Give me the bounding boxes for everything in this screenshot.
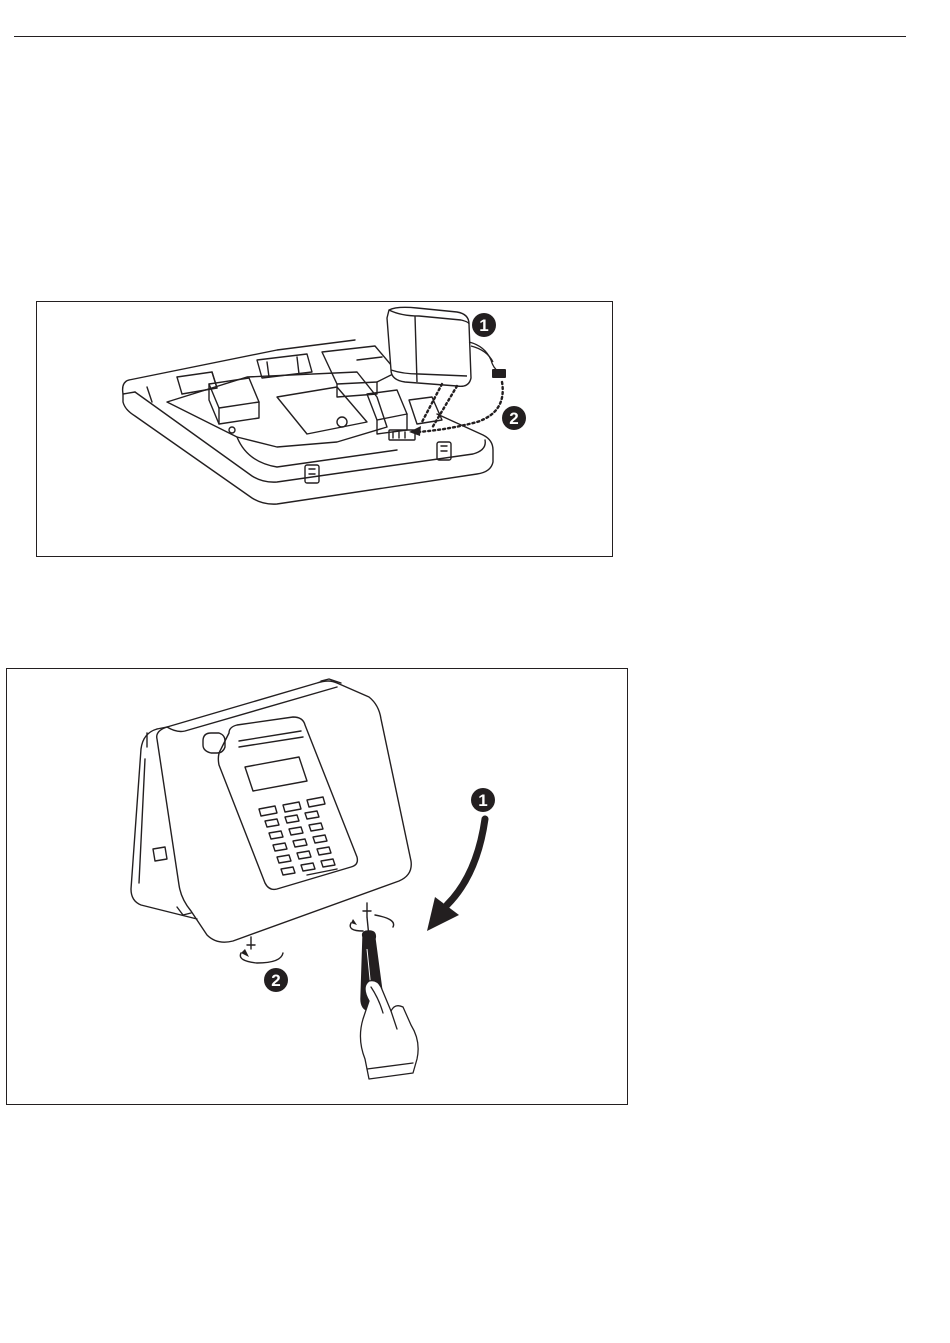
figure-front-cover-closing: 1 2 (6, 668, 628, 1105)
callout-2: 2 (502, 406, 526, 430)
figure-battery-connection: 1 2 (36, 301, 613, 557)
svg-text:2: 2 (509, 409, 518, 428)
svg-text:1: 1 (478, 791, 487, 810)
battery-illustration: 1 2 (37, 302, 612, 556)
callout-1: 1 (472, 313, 496, 337)
svg-text:1: 1 (479, 316, 488, 335)
svg-text:2: 2 (271, 971, 280, 990)
header-rule (14, 36, 906, 37)
callout-1: 1 (471, 788, 495, 812)
callout-2: 2 (264, 968, 288, 992)
cover-illustration: 1 2 (7, 669, 627, 1104)
